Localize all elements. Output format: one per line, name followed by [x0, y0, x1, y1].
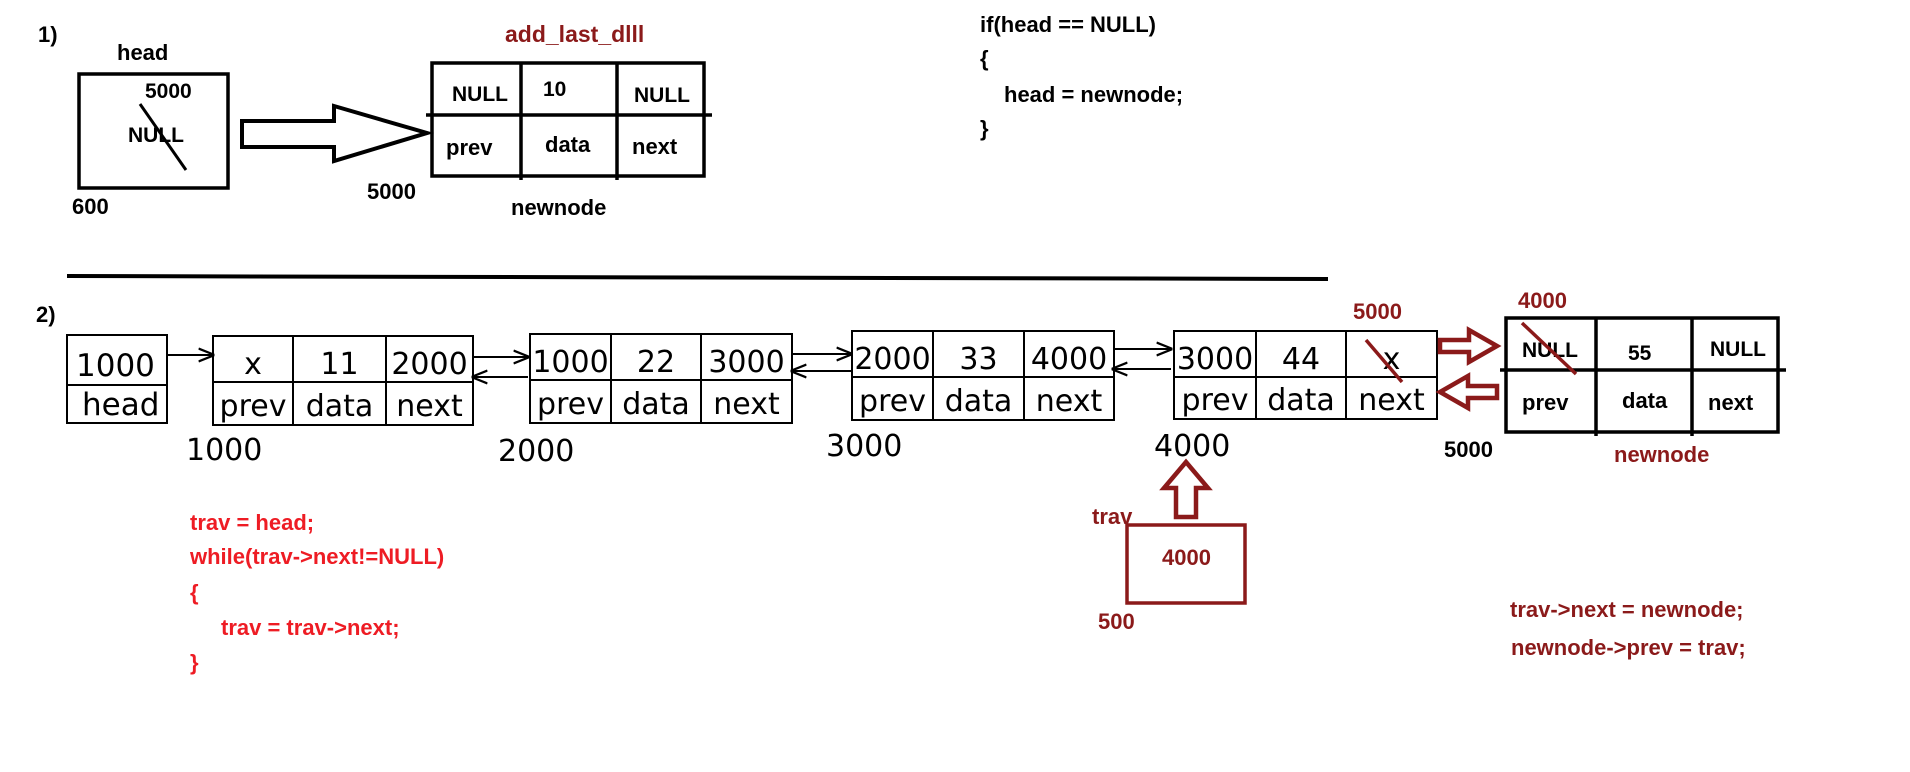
traverse-code-line-5: } [190, 650, 199, 675]
list-node-2: 1000 prev 22 data 3000 next 2000 [498, 333, 793, 469]
part1-head-value-new: 5000 [145, 80, 192, 103]
part1-head-address: 600 [72, 194, 109, 219]
node-1-prev-label: prev [220, 389, 287, 424]
from-newnode-arrow [1435, 372, 1500, 412]
part2-newnode-address: 5000 [1444, 437, 1493, 462]
list-node-1: x prev 11 data 2000 next 1000 [186, 335, 474, 468]
part2-head: 1000 head [66, 334, 168, 424]
part1-field-data: data [545, 132, 591, 157]
traverse-code-line-2: while(trav->next!=NULL) [189, 544, 444, 569]
part2-newnode-field-next: next [1708, 390, 1754, 415]
node-2-address: 2000 [498, 434, 574, 469]
part2-head-value: 1000 [76, 348, 155, 384]
list-node-3: 2000 prev 33 data 4000 next 3000 [826, 330, 1115, 464]
node-3-data-value: 33 [959, 342, 997, 377]
node-2-data-label: data [622, 387, 690, 422]
node-3-prev-value: 2000 [854, 342, 930, 377]
part2-head-label: head [82, 387, 159, 423]
node-4-prev-label: prev [1182, 383, 1249, 418]
part2-newnode-field-prev: prev [1522, 390, 1569, 415]
node-3-next-label: next [1036, 384, 1103, 419]
node-3-data-label: data [945, 384, 1013, 419]
part1-function-name: add_last_dlll [505, 21, 644, 47]
part2-connectors [168, 349, 1171, 377]
part1-code-line-3: head = newnode; [1004, 82, 1183, 107]
part1-newnode-name: newnode [511, 195, 606, 220]
traverse-code-line-4: trav = trav->next; [221, 615, 400, 640]
node-4-next-value: x [1383, 342, 1401, 377]
part1-code-line-2: { [980, 46, 989, 71]
list-node-4: 3000 prev 44 data x next 4000 [1154, 330, 1438, 464]
node-4-prev-value: 3000 [1177, 342, 1253, 377]
node-2-prev-value: 1000 [532, 345, 608, 380]
part2-newnode-next: NULL [1710, 338, 1766, 361]
part1-big-arrow [240, 103, 435, 164]
node-2-next-label: next [713, 387, 780, 422]
node-box [1173, 330, 1438, 420]
node-4-data-label: data [1267, 383, 1335, 418]
link-code-line-1: trav->next = newnode; [1510, 597, 1744, 622]
node-1-next-value: 2000 [391, 347, 467, 382]
part1-newnode-next: NULL [634, 84, 690, 107]
node-3-next-value: 4000 [1031, 342, 1107, 377]
node-1-data-label: data [306, 389, 374, 424]
node-4-data-value: 44 [1282, 342, 1320, 377]
part2-nodes: xprev11data2000next10001000prev22data300… [186, 330, 1438, 469]
part2-newnode-data: 55 [1628, 342, 1652, 365]
node-3-prev-label: prev [859, 384, 926, 419]
to-newnode-arrow [1437, 326, 1502, 366]
node-2-prev-label: prev [537, 387, 604, 422]
trav-value: 4000 [1162, 545, 1211, 570]
part1-newnode: NULL 10 NULL prev data next [426, 61, 712, 180]
traverse-code: trav = head; while(trav->next!=NULL) { t… [189, 510, 444, 675]
link-code-line-2: newnode->prev = trav; [1511, 635, 1746, 660]
part1-head-box [77, 72, 230, 190]
part1-number: 1) [38, 22, 58, 47]
node-3-address: 3000 [826, 429, 902, 464]
node-2-next-value: 3000 [708, 345, 784, 380]
part1-field-next: next [632, 134, 678, 159]
node-box [529, 333, 793, 424]
part1-newnode-prev: NULL [452, 83, 508, 106]
part1-field-prev: prev [446, 135, 493, 160]
part2-newnode-prev-new: 4000 [1518, 288, 1567, 313]
traverse-code-line-3: { [190, 580, 199, 605]
part1-head-label: head [117, 40, 168, 65]
traverse-code-line-1: trav = head; [190, 510, 314, 535]
node-1-next-label: next [396, 389, 463, 424]
node-1-prev-value: x [244, 347, 262, 382]
node-2-data-value: 22 [637, 345, 675, 380]
part1-head-strike [138, 103, 188, 171]
trav-up-arrow [1159, 458, 1213, 520]
part2-newnode-name: newnode [1614, 442, 1709, 467]
link-code: trav->next = newnode; newnode->prev = tr… [1510, 597, 1746, 660]
part2-newnode: NULL 55 NULL prev data next [1500, 316, 1786, 436]
section-divider [66, 274, 1329, 281]
part2-newnode-field-data: data [1622, 388, 1668, 413]
trav-address: 500 [1098, 609, 1135, 634]
part1-code-line-1: if(head == NULL) [980, 12, 1156, 37]
part1-newnode-address: 5000 [367, 179, 416, 204]
node4-next-new: 5000 [1353, 299, 1402, 324]
node4-next-strike [1364, 338, 1404, 384]
trav-box [1125, 523, 1247, 605]
part1-code: if(head == NULL) { head = newnode; } [980, 12, 1183, 141]
part1-newnode-data: 10 [543, 78, 566, 101]
node-4-next-label: next [1358, 383, 1425, 418]
node-1-address: 1000 [186, 433, 262, 468]
node-4-address: 4000 [1154, 429, 1230, 464]
node-1-data-value: 11 [320, 347, 358, 382]
part2-newnode-prev-strike [1520, 321, 1578, 376]
part1-code-line-4: } [980, 116, 989, 141]
part2-number: 2) [36, 302, 56, 327]
part1-head-value-old: NULL [128, 124, 184, 147]
